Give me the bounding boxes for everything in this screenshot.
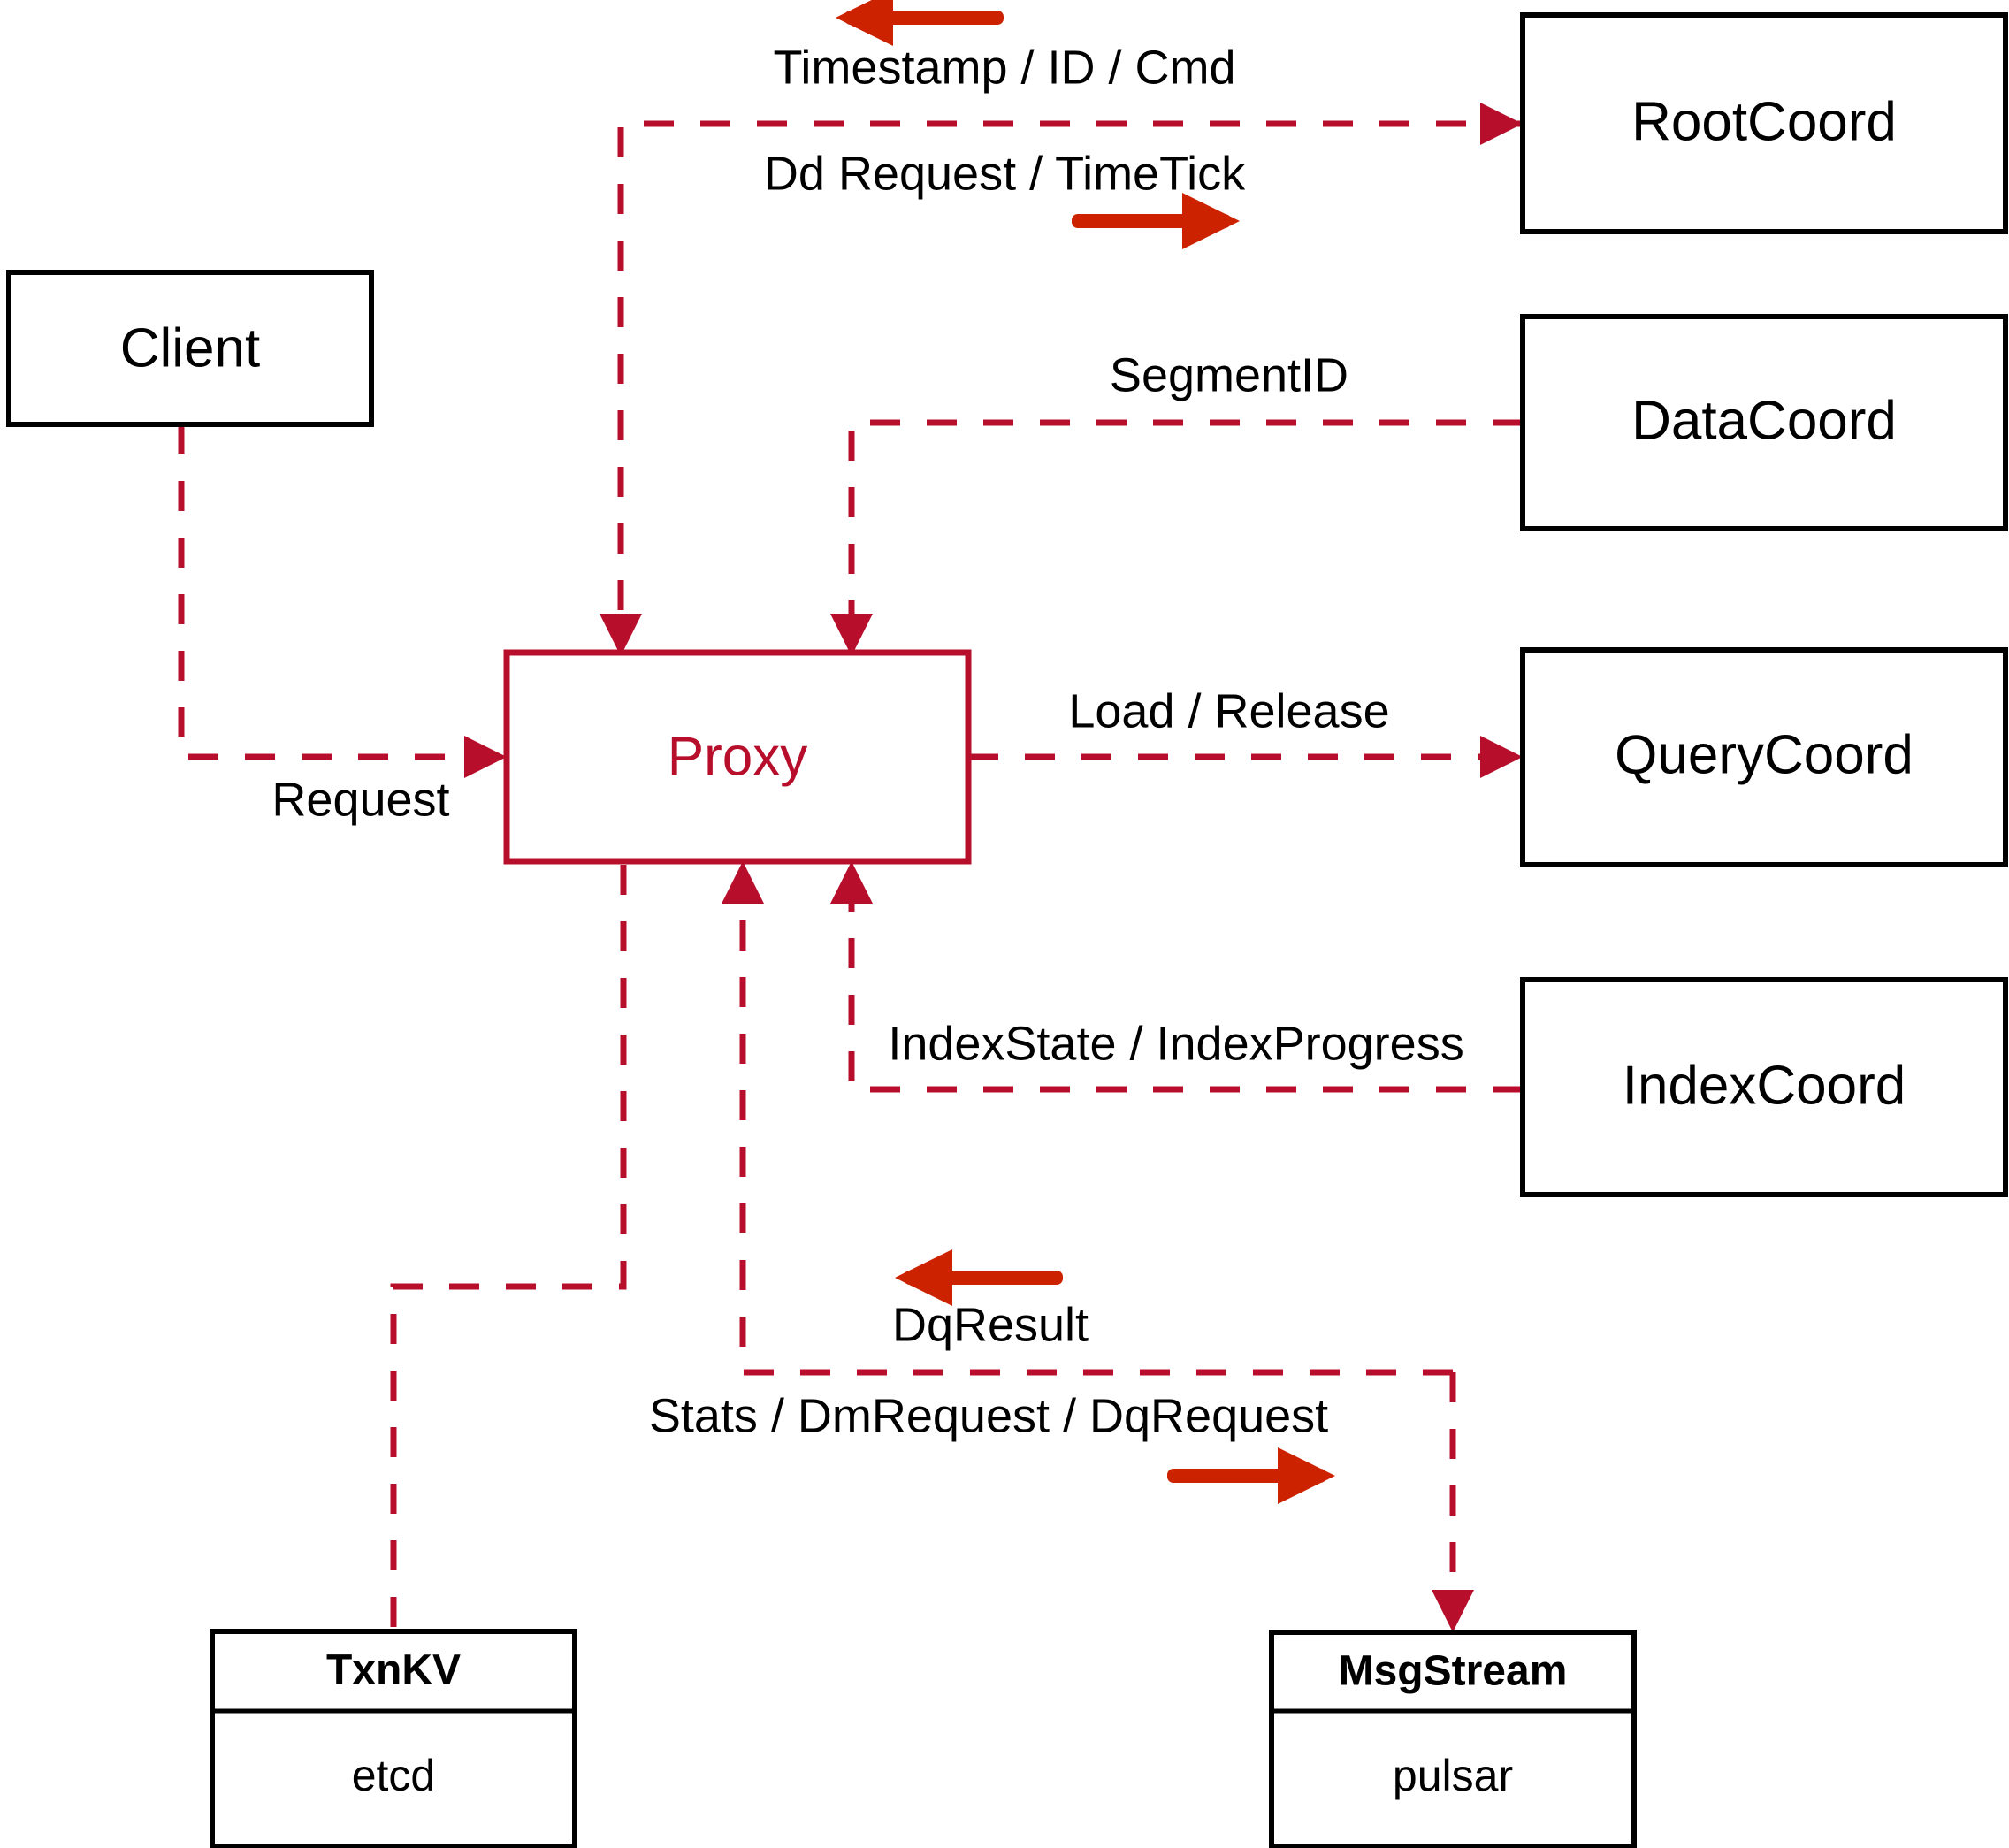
arrow-timestamp-left-icon — [836, 0, 1004, 46]
node-indexcoord[interactable]: IndexCoord — [1520, 977, 2008, 1197]
node-msgstream-label: MsgStream — [1339, 1648, 1568, 1695]
edge-segment-id-path — [848, 419, 1523, 635]
edge-load-release — [968, 736, 1523, 778]
edge-dq-result-arrowhead — [722, 861, 764, 904]
arrow-dq-result-left-icon — [895, 1249, 1063, 1306]
edge-request-arrowhead — [464, 736, 507, 778]
node-rootcoord-label: RootCoord — [1631, 91, 1897, 152]
node-datacoord-label: DataCoord — [1631, 390, 1897, 451]
node-msgstream[interactable]: MsgStream pulsar — [1269, 1630, 1637, 1848]
edge-index-state-path — [848, 884, 1523, 1093]
arrow-stats-right-icon — [1167, 1447, 1335, 1504]
edge-request-path — [178, 424, 488, 760]
edge-label-dq-result: DqResult — [892, 1298, 1089, 1351]
edge-timestamp-id-cmd-path — [617, 120, 1523, 635]
node-indexcoord-label: IndexCoord — [1623, 1055, 1906, 1116]
node-datacoord[interactable]: DataCoord — [1520, 314, 2008, 531]
node-proxy[interactable]: Proxy — [503, 649, 972, 865]
edge-index-state — [830, 861, 1523, 1093]
edge-dd-request-timetick-arrowhead — [1480, 103, 1523, 145]
arrow-dd-request-right-icon — [1072, 193, 1240, 249]
node-msgstream-sublabel: pulsar — [1393, 1751, 1513, 1800]
edge-txnkv-link-path — [390, 865, 627, 1631]
node-txnkv-sublabel: etcd — [352, 1751, 436, 1800]
node-querycoord[interactable]: QueryCoord — [1520, 647, 2008, 867]
node-rootcoord[interactable]: RootCoord — [1520, 12, 2008, 234]
edge-txnkv-link — [390, 865, 627, 1631]
edge-segment-id-arrowhead — [830, 614, 873, 656]
node-txnkv-label: TxnKV — [326, 1647, 461, 1694]
edge-label-dd-request-timetick: Dd Request / TimeTick — [764, 147, 1246, 200]
edge-label-index-state: IndexState / IndexProgress — [888, 1017, 1463, 1070]
edge-label-request: Request — [271, 773, 449, 826]
node-client-label: Client — [120, 317, 261, 378]
edge-stats-dm-dq-arrowhead — [1432, 1590, 1474, 1632]
node-txnkv[interactable]: TxnKV etcd — [210, 1629, 577, 1848]
edge-timestamp-id-cmd — [600, 120, 1523, 656]
edge-segment-id — [830, 419, 1523, 656]
edge-dq-result — [722, 861, 1453, 1376]
edge-label-load-release: Load / Release — [1068, 684, 1389, 737]
edge-index-state-arrowhead — [830, 861, 873, 904]
edge-request — [178, 424, 507, 778]
edge-timestamp-id-cmd-arrowhead — [600, 614, 642, 656]
edge-stats-dm-dq — [1432, 1372, 1474, 1632]
node-client[interactable]: Client — [6, 270, 374, 427]
edge-load-release-arrowhead — [1480, 736, 1523, 778]
edge-dq-result-path — [739, 884, 1453, 1376]
edge-dd-request-timetick — [1480, 103, 1523, 145]
node-querycoord-label: QueryCoord — [1615, 724, 1914, 785]
edge-label-timestamp-id-cmd: Timestamp / ID / Cmd — [773, 41, 1235, 94]
edge-label-segment-id: SegmentID — [1110, 348, 1348, 401]
edge-label-stats-dm-dq: Stats / DmRequest / DqRequest — [649, 1389, 1328, 1442]
node-proxy-label: Proxy — [668, 726, 807, 787]
